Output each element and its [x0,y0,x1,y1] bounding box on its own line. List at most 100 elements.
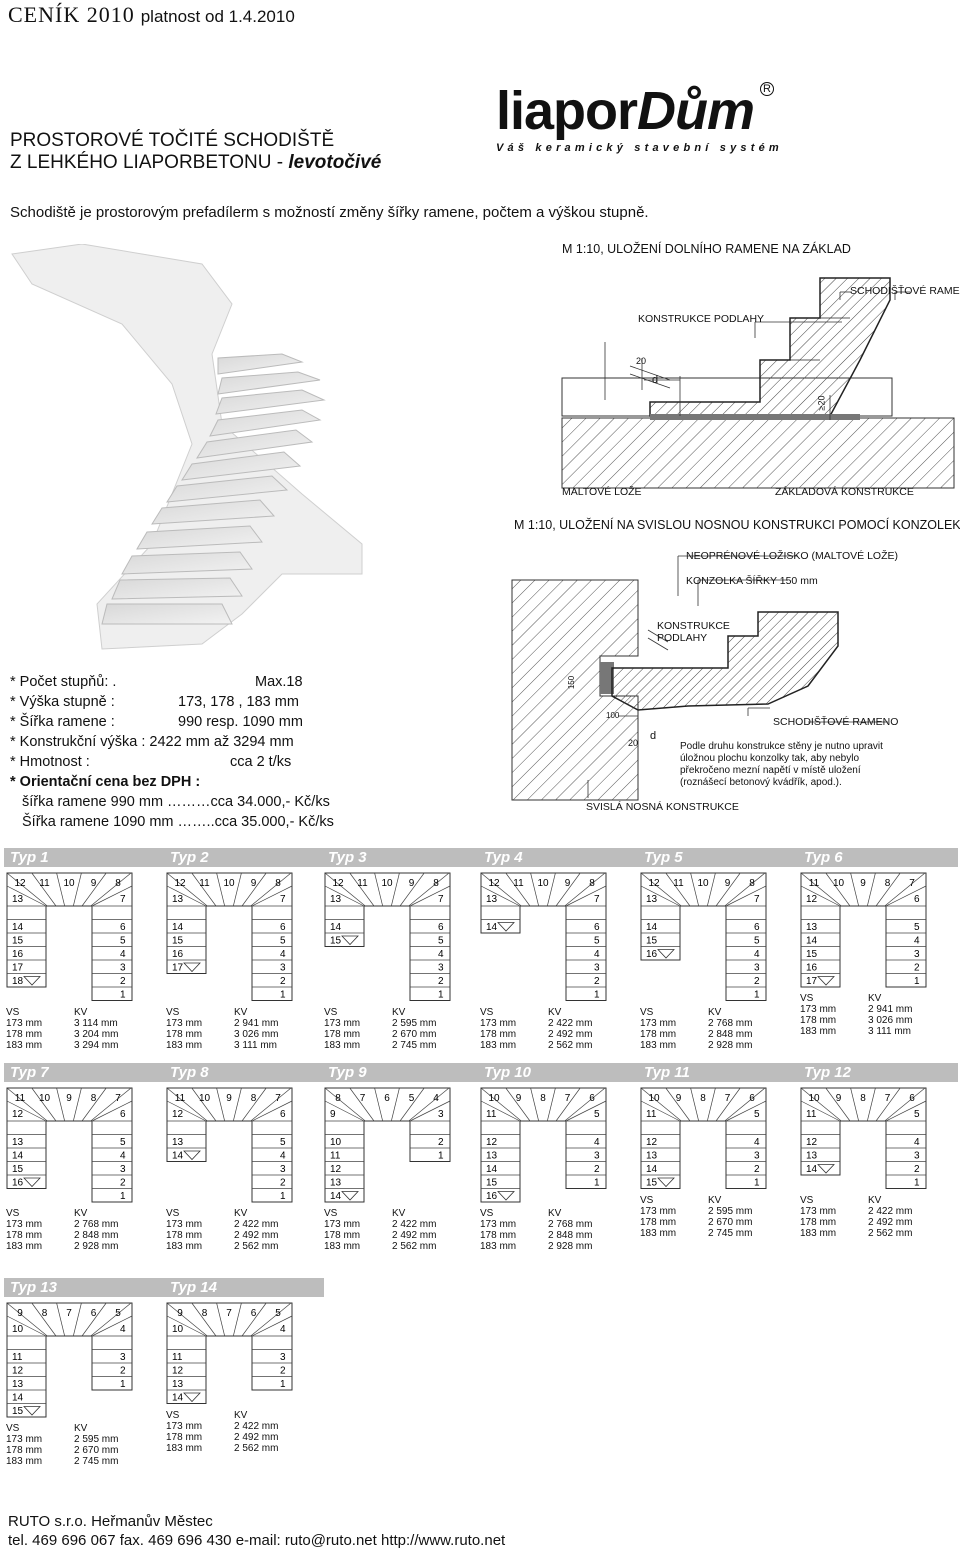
step-number: 11 [809,878,820,889]
step-number: 17 [172,963,184,974]
vs-header: VS [166,1409,180,1421]
kv-value: 2 848 mm [74,1230,119,1241]
arrow-down-icon [183,962,201,973]
kv-header: KV [392,1208,406,1219]
step-number: 6 [280,922,286,933]
vs-value: 173 mm [640,1205,677,1217]
step-number: 9 [836,1093,842,1104]
kv-value: 2 745 mm [74,1456,119,1467]
stair-step [181,451,302,481]
step-number: 3 [438,1109,444,1120]
arrow-down-icon [341,935,359,946]
step-number: 7 [438,894,444,905]
vs-value: 183 mm [800,1227,837,1239]
label-vertical-structure: SVISLÁ NOSNÁ KONSTRUKCE [586,801,739,813]
step-number: 3 [914,1151,920,1162]
step-number: 10 [648,1093,660,1104]
contact-info: tel. 469 696 067 fax. 469 696 430 e-mail… [8,1532,506,1549]
spec-value: Max.18 [255,674,303,690]
type-label: Typ 11 [644,1064,690,1081]
step-number: 13 [330,894,342,905]
step-number: 14 [646,922,658,933]
vs-value: 178 mm [166,1028,203,1040]
logo-tagline: Váš keramický stavební systém [496,142,783,154]
kv-header: KV [234,1409,248,1421]
step-number: 13 [646,1151,658,1162]
vs-value: 183 mm [166,1039,203,1051]
label-foundation: ZÁKLADOVÁ KONSTRUKCE [775,486,914,498]
step-number: 18 [12,976,24,987]
arrow-down-icon [341,1191,359,1201]
step-number: 9 [91,878,97,889]
kv-header: KV [74,1423,88,1434]
kv-value: 2 422 mm [234,1420,279,1432]
step-number: 7 [885,1093,891,1104]
step-number: 14 [646,1164,658,1175]
step-number: 10 [697,878,709,889]
vs-header: VS [166,1006,180,1018]
step-number: 9 [17,1308,23,1319]
kv-value: 3 114 mm [74,1017,118,1029]
arrow-down-icon [183,1392,201,1403]
logo-word-liapor: liapor [496,81,638,141]
vs-value: 173 mm [6,1219,43,1230]
type-label: Typ 13 [10,1279,57,1296]
step-number: 1 [594,1178,600,1189]
vs-value: 178 mm [640,1028,677,1040]
kv-value: 2 492 mm [234,1431,279,1443]
type-label: Typ 2 [170,849,209,866]
kv-value: 2 670 mm [74,1445,119,1456]
step-number: 14 [12,1151,24,1162]
label-floor-construction-2a: KONSTRUKCE [657,620,730,632]
kv-value: 2 422 mm [548,1017,593,1029]
type-label: Typ 8 [170,1064,209,1081]
dim-d-a: d [652,374,659,386]
step-number: 11 [172,1352,183,1363]
step-number: 1 [280,1379,286,1390]
step-number: 8 [115,878,121,889]
step-number: 14 [486,922,498,933]
step-number: 4 [120,1324,126,1335]
price-990: šířka ramene 990 mm ………cca 34.000,- Kč/k… [22,794,330,810]
step-number: 9 [516,1093,522,1104]
title-line-2: Z LEHKÉHO LIAPORBETONU - levotočivé [10,152,381,174]
title-line-2-emphasis: levotočivé [288,152,382,173]
step-number: 12 [486,1137,498,1148]
step-number: 3 [120,1164,126,1175]
step-number: 14 [330,1191,342,1202]
kv-value: 3 111 mm [234,1039,277,1051]
label-floor-construction-1: KONSTRUKCE PODLAHY [638,313,765,325]
step-number: 14 [12,922,24,933]
step-number: 2 [914,963,920,974]
step-number: 17 [806,976,818,987]
vs-value: 183 mm [166,1241,203,1252]
step-number: 9 [565,878,571,889]
spec-row-construction-height: * Konstrukční výška : 2422 mm až 3294 mm [10,732,334,752]
kv-value: 2 848 mm [708,1028,753,1040]
step-number: 5 [914,922,920,933]
stair-step [215,389,326,415]
intro-text: Schodiště je prostorovým prefadílerm s m… [10,204,649,221]
kv-value: 2 422 mm [392,1219,437,1230]
step-number: 9 [226,1093,232,1104]
step-number: 8 [335,1093,341,1104]
step-number: 8 [275,878,281,889]
step-number: 7 [594,894,600,905]
step-number: 11 [175,1093,186,1104]
step-number: 13 [172,1379,184,1390]
vs-value: 173 mm [166,1017,203,1029]
spec-row-step-height: * Výška stupně :173, 178 , 183 mm [10,692,334,712]
step-number: 1 [120,1191,126,1202]
